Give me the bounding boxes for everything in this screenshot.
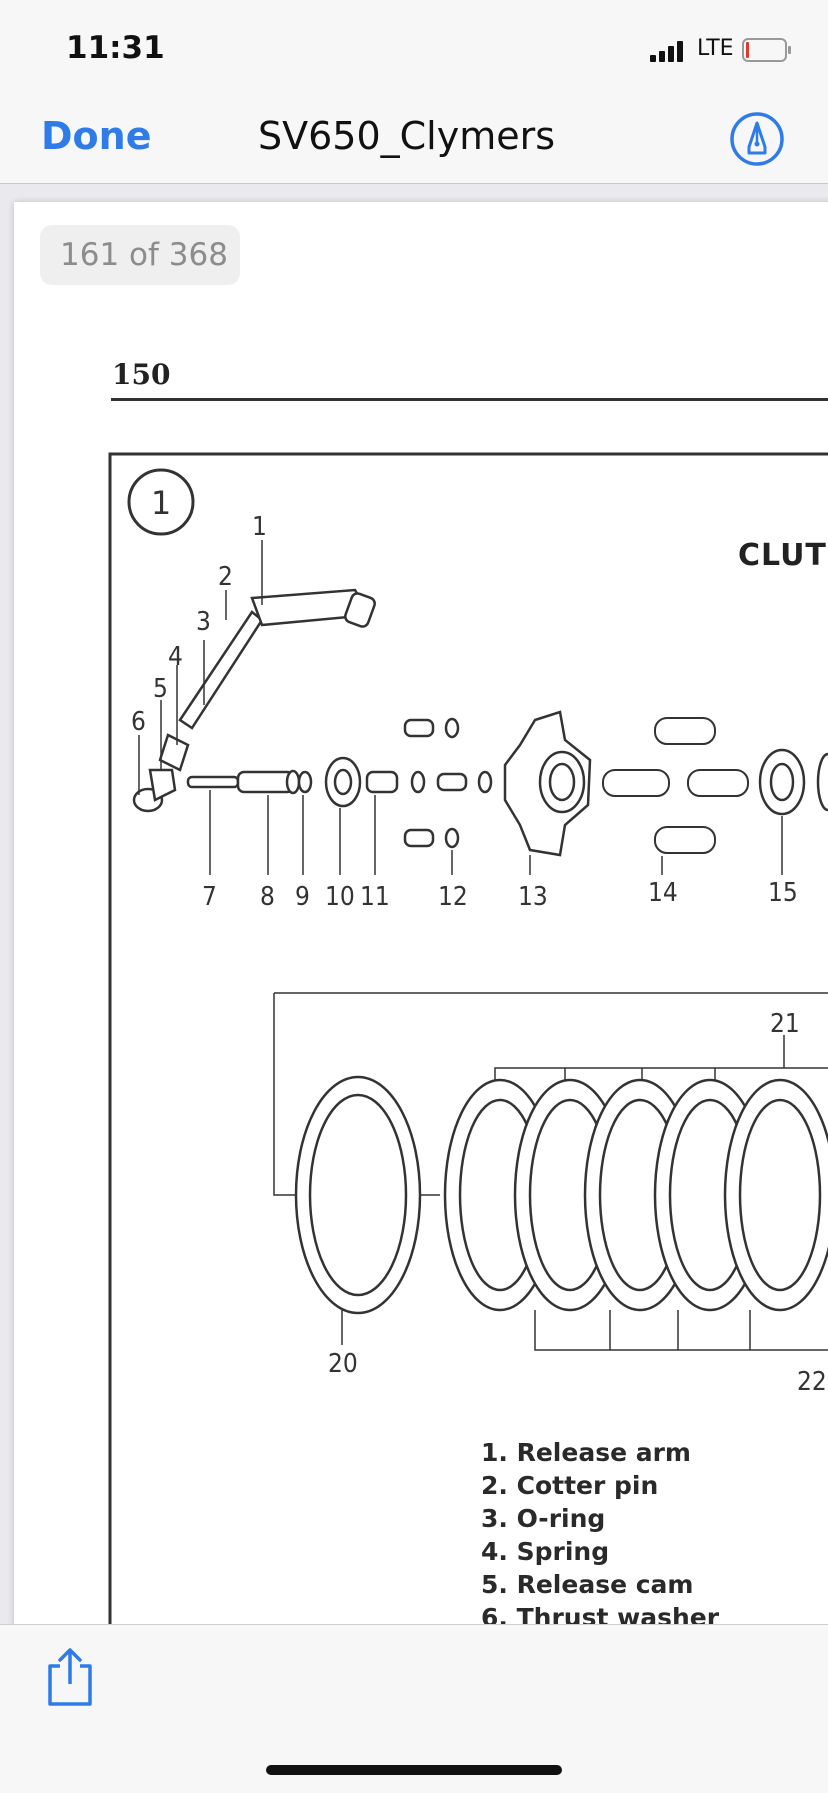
document-title: SV650_Clymers [258, 114, 556, 158]
release-arm-part [132, 588, 376, 813]
figure-title: CLUT [738, 538, 827, 573]
legend-item: 1. Release arm [481, 1438, 691, 1467]
part-label-14: 14 [648, 878, 678, 908]
battery-icon [742, 38, 791, 62]
part-label-5: 5 [153, 674, 168, 704]
pdf-page[interactable] [14, 202, 828, 1642]
network-label: LTE [697, 36, 734, 61]
pushrod-assembly [186, 717, 493, 849]
parts-legend: 1. Release arm 2. Cotter pin 3. O-ring 4… [481, 1436, 719, 1634]
part-label-11: 11 [360, 882, 390, 912]
navigation-bar [0, 90, 828, 184]
part-label-3: 3 [196, 607, 211, 637]
markup-pen-icon[interactable] [729, 111, 785, 167]
part-label-6: 6 [131, 707, 146, 737]
status-bar [0, 0, 828, 90]
part-label-22: 22 [797, 1367, 827, 1397]
clutch-exploded-diagram: 1 1 2 3 4 5 6 [108, 452, 828, 1624]
clutch-springs [602, 717, 749, 854]
status-time: 11:31 [66, 30, 165, 66]
part-label-15: 15 [768, 878, 798, 908]
part-label-13: 13 [518, 882, 548, 912]
part-label-9: 9 [295, 882, 310, 912]
figure-number: 1 [151, 484, 171, 522]
clutch-plate-stack [443, 1078, 828, 1312]
done-button[interactable]: Done [41, 114, 152, 158]
page-counter-text: 161 of 368 [60, 237, 228, 273]
printed-page-number: 150 [112, 358, 171, 391]
cellular-signal-icon [650, 41, 683, 62]
part-label-7: 7 [202, 882, 217, 912]
pressure-plate-part [503, 710, 592, 857]
part-label-12: 12 [438, 882, 468, 912]
bearing-part [758, 748, 828, 816]
page-counter-badge: 161 of 368 [40, 225, 240, 285]
friction-plate-part [294, 1075, 422, 1315]
home-indicator[interactable] [266, 1765, 562, 1775]
part-label-2: 2 [218, 562, 233, 592]
legend-item: 3. O-ring [481, 1504, 606, 1533]
legend-item: 4. Spring [481, 1537, 610, 1566]
share-icon[interactable] [44, 1644, 96, 1708]
part-label-4: 4 [168, 642, 183, 672]
part-label-21: 21 [770, 1009, 800, 1039]
header-rule [111, 398, 828, 401]
figure-number-circle [127, 468, 195, 536]
legend-item: 2. Cotter pin [481, 1471, 659, 1500]
part-label-8: 8 [260, 882, 275, 912]
part-label-20: 20 [328, 1349, 358, 1379]
part-label-1: 1 [252, 512, 267, 542]
bottom-toolbar [0, 1624, 828, 1793]
legend-item: 5. Release cam [481, 1570, 694, 1599]
part-label-10: 10 [325, 882, 355, 912]
